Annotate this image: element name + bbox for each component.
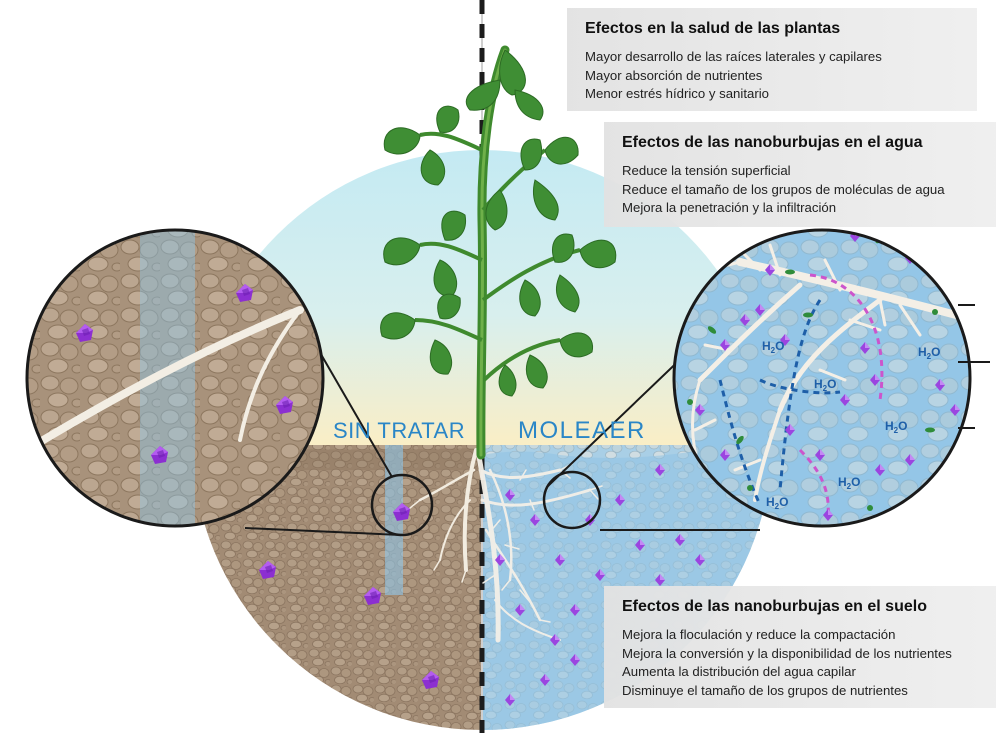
list-item: Mayor desarrollo de las raíces laterales… xyxy=(585,49,882,64)
water-effects-list: Reduce la tensión superficial Reduce el … xyxy=(622,162,982,218)
list-item: Menor estrés hídrico y sanitario xyxy=(585,86,769,102)
list-item: Reduce el tamaño de los grupos de molécu… xyxy=(622,181,945,197)
soil-effects-box: Efectos de las nanoburbujas en el suelo … xyxy=(604,586,996,708)
list-item: Aumenta la distribución del agua capilar xyxy=(622,664,856,680)
h2o-label-3: H2O xyxy=(814,377,836,393)
roots-treated xyxy=(475,447,603,643)
h2o-label-4: H2O xyxy=(885,419,907,435)
list-item: Reduce la tensión superficial xyxy=(622,163,791,178)
list-item: Mejora la penetración y la infiltración xyxy=(622,200,837,216)
water-effects-box: Efectos de las nanoburbujas en el agua R… xyxy=(604,122,996,227)
h2o-label-2: H2O xyxy=(918,345,940,361)
soil-effects-title: Efectos de las nanoburbujas en el suelo xyxy=(622,598,927,615)
lens-untreated xyxy=(27,230,323,526)
water-effects-title: Efectos de las nanoburbujas en el agua xyxy=(622,134,923,151)
plant-health-list: Mayor desarrollo de las raíces laterales… xyxy=(585,48,963,104)
h2o-label-1: H2O xyxy=(762,339,784,355)
h2o-label-6: H2O xyxy=(766,495,788,511)
list-item: Mejora la conversión y la disponibilidad… xyxy=(622,645,952,661)
h2o-label-5: H2O xyxy=(838,475,860,491)
zoom-source-right xyxy=(542,470,602,530)
plant-health-title: Efectos en la salud de las plantas xyxy=(585,20,841,37)
list-item: Disminuye el tamaño de los grupos de nut… xyxy=(622,682,908,698)
soil-effects-list: Mejora la floculación y reduce la compac… xyxy=(622,626,982,700)
plant-health-box: Efectos en la salud de las plantas Mayor… xyxy=(567,8,977,111)
label-untreated: SIN TRATAR xyxy=(333,418,465,443)
plant-icon xyxy=(380,49,617,397)
label-brand: MOLEAER xyxy=(518,417,646,444)
list-item: Mejora la floculación y reduce la compac… xyxy=(622,627,896,642)
roots-untreated xyxy=(409,448,478,583)
lens-treated: H2O H2O H2O H2O H2O H2O xyxy=(674,230,970,526)
list-item: Mayor absorción de nutrientes xyxy=(585,67,763,83)
